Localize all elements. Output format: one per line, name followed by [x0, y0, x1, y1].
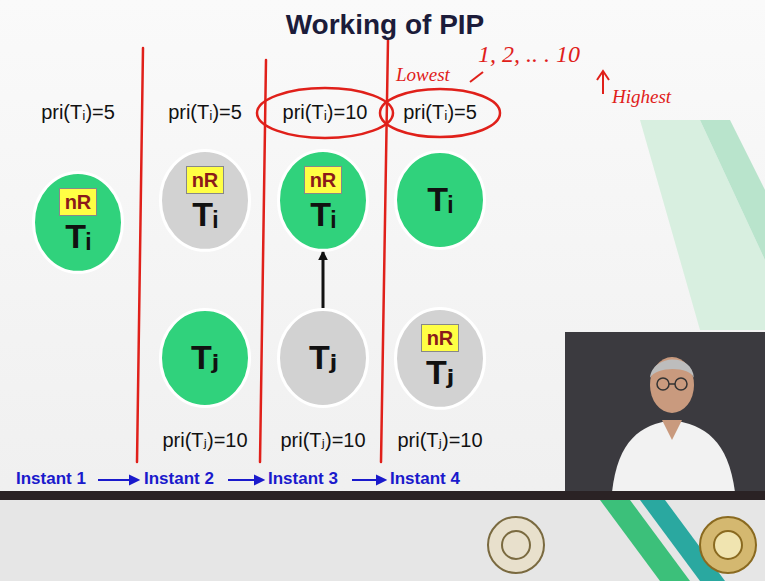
- task-circle: Tᵢ nR: [277, 149, 369, 252]
- task-circle: Tᵢ nR: [32, 171, 124, 274]
- slide-title: Working of PIP: [286, 8, 485, 42]
- circle-fill: [34, 172, 123, 272]
- task-circle: Tᵢ: [394, 150, 486, 250]
- instant-arrows: [98, 476, 385, 484]
- task-circle: Tᵢ nR: [159, 149, 251, 252]
- resource-label: nR: [192, 169, 219, 191]
- task-circle: Tⱼ nR: [394, 307, 486, 410]
- task-label: Tᵢ: [65, 218, 91, 255]
- instant-label: Instant 2: [144, 469, 214, 489]
- task-circle: Tⱼ: [277, 308, 369, 408]
- wait-arrow: [322, 251, 325, 308]
- task-label: Tⱼ: [191, 339, 219, 376]
- handwritten-note: Lowest: [396, 64, 450, 87]
- resource-label: nR: [427, 327, 454, 349]
- instant-label: Instant 1: [16, 469, 86, 489]
- priority-label: pri(Tⱼ)=10: [280, 428, 365, 452]
- task-label: Tᵢ: [427, 181, 453, 218]
- red-divider: [137, 48, 143, 462]
- circle-fill: [279, 310, 368, 407]
- logo-ring: [714, 531, 742, 559]
- logo: [488, 517, 544, 573]
- presenter-head: [650, 357, 694, 413]
- priority-label: pri(Tⱼ)=10: [397, 428, 482, 452]
- priority-label: pri(Tᵢ)=5: [41, 100, 115, 124]
- red-arrow: [470, 72, 483, 82]
- instant-label: Instant 3: [268, 469, 338, 489]
- logo: [700, 517, 756, 573]
- circle-fill: [279, 150, 368, 250]
- task-label: Tⱼ: [309, 339, 337, 376]
- resource-box: nR: [304, 166, 343, 194]
- resource-label: nR: [65, 191, 92, 213]
- instant-label: Instant 4: [390, 469, 460, 489]
- red-circle: [380, 89, 500, 137]
- priority-label: pri(Tⱼ)=10: [162, 428, 247, 452]
- resource-box: nR: [421, 324, 460, 352]
- resource-label: nR: [310, 169, 337, 191]
- logo-ring: [502, 531, 530, 559]
- presenter-neck: [662, 420, 682, 440]
- resource-box: nR: [186, 166, 225, 194]
- task-circle: Tⱼ: [159, 308, 251, 408]
- priority-label: pri(Tᵢ)=5: [403, 100, 477, 124]
- footer: [0, 500, 765, 581]
- stripe: [640, 120, 765, 330]
- presenter-body: [612, 420, 735, 492]
- red-arrow: [602, 72, 604, 94]
- handwritten-note: 1, 2, .. . 10: [478, 40, 580, 69]
- task-label: Tⱼ: [426, 354, 454, 391]
- circle-fill: [161, 310, 250, 407]
- bottom-band: [0, 491, 765, 500]
- handwritten-note: Highest: [612, 86, 671, 109]
- presenter-glasses: [657, 378, 687, 390]
- circle-fill: [396, 308, 485, 408]
- presenter-video: [565, 332, 765, 492]
- stripe: [700, 120, 765, 260]
- task-label: Tᵢ: [192, 196, 218, 233]
- circle-fill: [396, 152, 485, 249]
- circle-fill: [161, 150, 250, 250]
- resource-box: nR: [59, 188, 98, 216]
- red-circle: [257, 88, 393, 138]
- priority-label: pri(Tᵢ)=10: [283, 100, 368, 124]
- red-arrow: [597, 71, 609, 80]
- priority-label: pri(Tᵢ)=5: [168, 100, 242, 124]
- task-label: Tᵢ: [310, 196, 336, 233]
- presenter-hair: [650, 360, 694, 378]
